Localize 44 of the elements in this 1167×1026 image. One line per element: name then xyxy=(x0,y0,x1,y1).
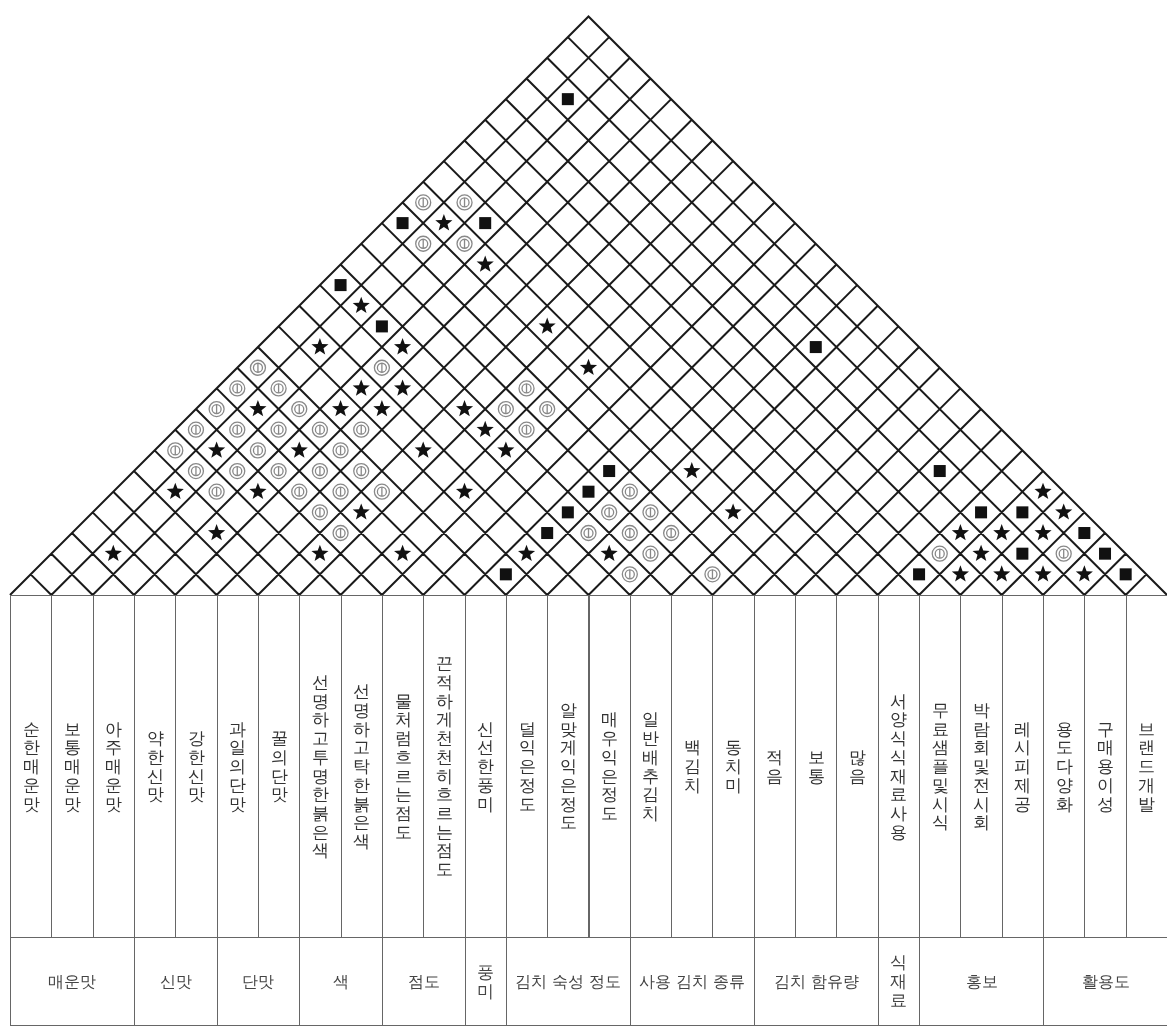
column-label: 덜익은정도 xyxy=(518,719,536,814)
column-header-cell xyxy=(547,595,590,938)
group-label: 홍보 xyxy=(965,970,998,993)
column-label: 선명하고탁한붉은색 xyxy=(353,682,371,851)
column-label: 알맞게익은정도 xyxy=(559,701,577,832)
group-label: 활용도 xyxy=(1081,970,1130,993)
column-label: 용도다양화 xyxy=(1055,719,1073,814)
column-header-cell xyxy=(588,595,631,938)
group-label: 단맛 xyxy=(242,970,275,993)
column-label: 아주매운맛 xyxy=(105,719,123,814)
group-label: 사용 김치 종류 xyxy=(639,970,746,993)
column-label: 서양식식재료사용 xyxy=(890,691,908,842)
column-label: 강한신맛 xyxy=(187,729,205,804)
group-label: 김치 숙성 정도 xyxy=(515,970,622,993)
column-label: 브랜드개발 xyxy=(1138,719,1156,814)
group-label: 식재료 xyxy=(890,953,908,1010)
column-label: 물처럼흐르는점도 xyxy=(394,691,412,842)
column-label: 많음 xyxy=(849,747,867,786)
column-label: 보통 xyxy=(807,747,825,786)
column-label: 신선한풍미 xyxy=(477,719,495,814)
column-label: 일반배추김치 xyxy=(642,710,660,823)
column-label: 박람회및전시회 xyxy=(973,701,991,832)
group-label: 풍미 xyxy=(477,962,495,1001)
column-label: 구매용이성 xyxy=(1097,719,1114,814)
column-label: 동치미 xyxy=(725,738,743,795)
column-label: 백김치 xyxy=(683,738,701,795)
column-label: 레시피제공 xyxy=(1014,719,1032,814)
column-label: 보통매운맛 xyxy=(63,719,81,814)
group-header-cell xyxy=(10,937,135,1026)
column-label: 적음 xyxy=(766,747,784,786)
group-label: 신맛 xyxy=(159,970,192,993)
column-label: 끈적하게천천히흐르는점도 xyxy=(435,654,453,879)
column-label: 무료샘플및시식 xyxy=(931,701,949,832)
group-label: 점도 xyxy=(407,970,440,993)
column-label: 순한매운맛 xyxy=(22,719,40,814)
column-label: 꿀의단맛 xyxy=(270,729,288,804)
column-label: 선명하고투명한붉은색 xyxy=(311,673,329,860)
column-label: 과일의단맛 xyxy=(229,719,247,814)
group-label: 색 xyxy=(333,970,350,993)
column-header-cell xyxy=(10,595,53,938)
column-label: 약한신맛 xyxy=(146,729,164,804)
group-label: 매운맛 xyxy=(48,970,97,993)
group-label: 김치 함유량 xyxy=(773,970,859,993)
column-label: 매우익은정도 xyxy=(601,710,619,823)
